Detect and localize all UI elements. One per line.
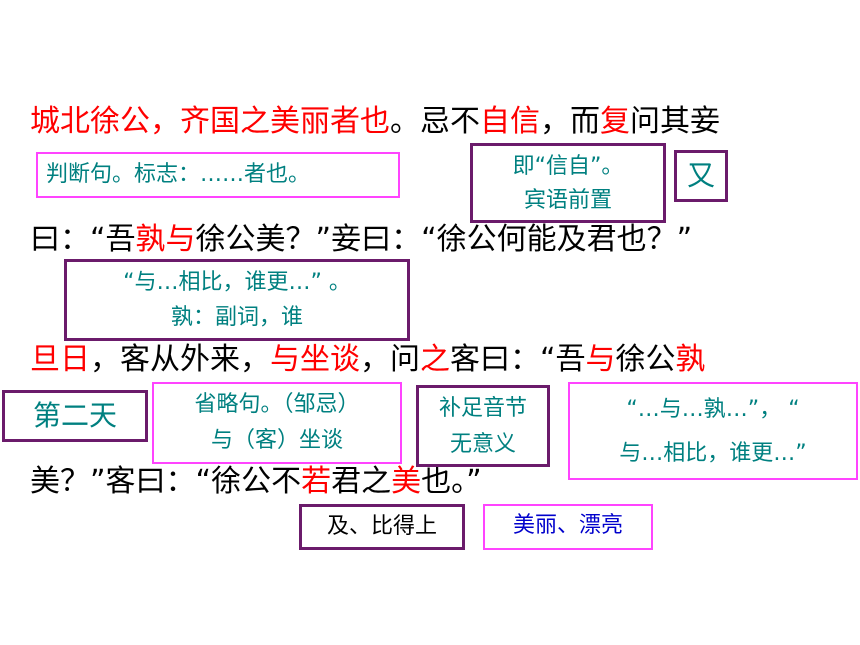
text-segment: 城北徐公，齐国之美丽者也 xyxy=(30,104,390,139)
text-segment: 客曰：“吾 xyxy=(450,342,586,377)
text-segment: 旦日 xyxy=(30,342,90,377)
text-segment: ，问 xyxy=(360,342,420,377)
text-line-3: 旦日，客从外来，与坐谈，问之客曰：“吾与徐公孰 xyxy=(30,342,706,378)
text-segment: 与坐谈 xyxy=(270,342,360,377)
text-segment: 也。” xyxy=(421,464,482,499)
note-object-preposing: 即“信自”。 宾语前置 xyxy=(470,143,666,223)
text-line-1: 城北徐公，齐国之美丽者也。忌不自信，而复问其妾 xyxy=(30,104,720,140)
text-line-2: 曰：“吾孰与徐公美？”妾曰：“徐公何能及君也？” xyxy=(30,222,692,258)
text-segment: 美 xyxy=(391,464,422,499)
text-segment: 若 xyxy=(301,464,332,499)
text-segment: 问其妾 xyxy=(630,104,720,139)
text-segment: 徐公美？”妾曰：“徐公何能及君也？” xyxy=(195,222,693,257)
text-segment: 曰：“吾 xyxy=(30,222,136,257)
text-segment: 自信 xyxy=(480,104,540,139)
note-syllable-filler: 补足音节 无意义 xyxy=(416,385,550,467)
note-you: 又 xyxy=(674,150,728,202)
note-compare-shu: “与…相比，谁更…” 。 孰：副词，谁 xyxy=(64,259,410,341)
text-segment: 美？”客曰：“徐公不 xyxy=(30,464,302,499)
note-ji-bi: 及、比得上 xyxy=(299,504,465,550)
text-segment: 复 xyxy=(600,104,630,139)
text-segment: ，而 xyxy=(540,104,600,139)
note-beautiful: 美丽、漂亮 xyxy=(483,504,653,550)
text-segment: 徐公 xyxy=(615,342,676,377)
text-segment: 孰与 xyxy=(135,222,196,257)
text-segment: 孰 xyxy=(675,342,706,377)
note-judgment-sentence: 判断句。标志：……者也。 xyxy=(36,152,400,198)
note-next-day: 第二天 xyxy=(2,390,148,442)
note-yu-shu-pattern: “…与…孰…”， “ 与…相比，谁更…” xyxy=(568,382,858,480)
text-segment: 与 xyxy=(585,342,616,377)
text-segment: 之 xyxy=(420,342,450,377)
text-segment: ，客从外来， xyxy=(90,342,270,377)
text-segment: 君之 xyxy=(331,464,392,499)
note-omission: 省略句。（邹忌） 与（客）坐谈 xyxy=(152,382,402,464)
text-segment: 。忌不 xyxy=(390,104,480,139)
text-line-4: 美？”客曰：“徐公不若君之美也。” xyxy=(30,464,482,500)
